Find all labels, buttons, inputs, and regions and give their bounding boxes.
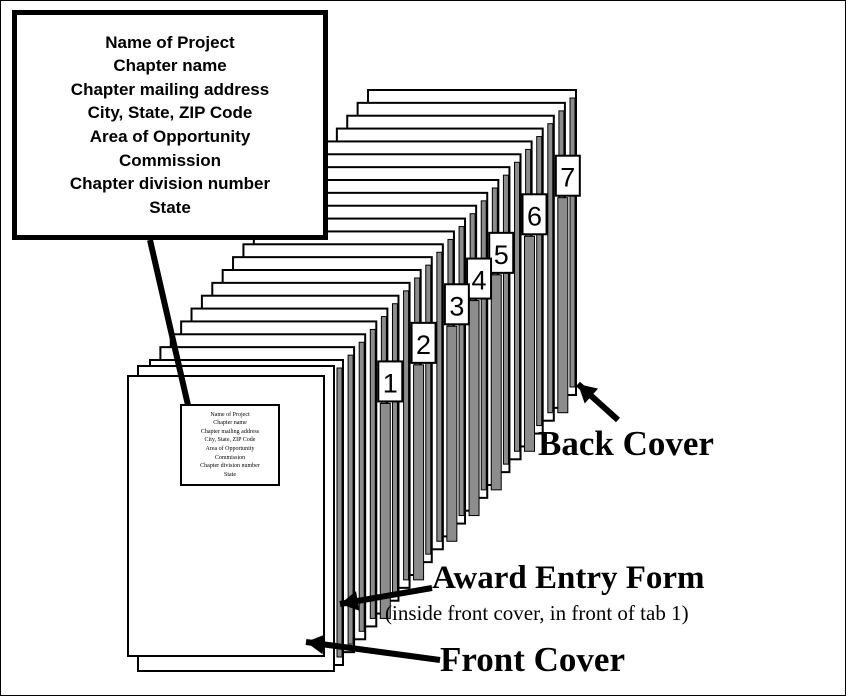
- front-cover-label: Name of Project Chapter name Chapter mai…: [180, 404, 280, 486]
- callout-line: Chapter mailing address: [70, 79, 270, 99]
- divider-tab-strip: [413, 364, 425, 581]
- cover-label-line: Area of Opportunity: [205, 446, 255, 452]
- divider-tab-number: 5: [494, 240, 509, 270]
- page-edge-strip: [336, 367, 343, 658]
- divider-tab: [488, 231, 515, 274]
- page-edge-strip: [569, 97, 576, 388]
- page-edge-strip: [403, 290, 410, 581]
- divider-tab-number: 1: [383, 368, 398, 398]
- divider-tab: [466, 257, 493, 300]
- divider-tab-number: 4: [472, 266, 487, 296]
- divider-tab-strip: [468, 300, 480, 517]
- page-edge-strip: [547, 123, 554, 414]
- page-edge-strip: [458, 226, 465, 517]
- divider-tab-strip: [379, 402, 391, 619]
- divider-tab: [377, 360, 404, 403]
- callout-line: Chapter name: [113, 56, 227, 76]
- project-info-callout: Name of Project Chapter name Chapter mai…: [12, 10, 328, 240]
- cover-label-line: Name of Project: [210, 411, 250, 418]
- cover-label-line: State: [224, 471, 236, 478]
- divider-tab-number: 6: [527, 201, 542, 231]
- divider-tab: [554, 154, 581, 197]
- cover-label-line: Chapter mailing address: [200, 428, 260, 435]
- page-edge-strip: [536, 136, 543, 427]
- callout-line: Name of Project: [105, 32, 235, 52]
- cover-label-line: City, State, ZIP Code: [204, 437, 256, 444]
- divider-tab-number: 7: [560, 163, 575, 193]
- divider-tab: [443, 283, 470, 326]
- divider-tab: [410, 321, 437, 364]
- divider-tab-number: 3: [449, 291, 464, 321]
- back-cover-arrow-head: [578, 384, 599, 404]
- award-entry-form-note: (inside front cover, in front of tab 1): [385, 601, 689, 625]
- front-cover-title: Front Cover: [440, 640, 625, 679]
- award-entry-form-arrow-head: [340, 591, 360, 611]
- divider-tab-strip: [557, 197, 569, 414]
- page-edge-strip: [347, 354, 354, 645]
- callout-line: Area of Opportunity: [89, 127, 251, 146]
- callout-line: Commission: [118, 150, 222, 170]
- cover-label-line: Chapter name: [213, 420, 247, 427]
- page-edge-strip: [480, 200, 487, 491]
- divider-tab-number: 2: [416, 330, 431, 360]
- divider-tab: [521, 193, 548, 236]
- callout-line: State: [149, 197, 191, 217]
- page-edge-strip: [514, 161, 521, 452]
- cover-label-line: Chapter division number: [200, 463, 260, 470]
- page-edge-strip: [391, 303, 398, 594]
- callout-line: City, State, ZIP Code: [87, 103, 253, 123]
- page-edge-strip: [436, 251, 443, 542]
- divider-tab-strip: [524, 235, 536, 452]
- divider-tab-strip: [490, 274, 502, 491]
- front-cover-arrow: [305, 639, 441, 663]
- page-edge-strip: [425, 264, 432, 555]
- award-entry-form-label: Award Entry Form: [432, 560, 705, 596]
- divider-tab-strip: [446, 325, 458, 542]
- page-edge-strip: [369, 328, 376, 619]
- page-edge-strip: [358, 341, 365, 632]
- back-cover-label: Back Cover: [538, 424, 714, 463]
- front-cover-arrow-head: [306, 634, 326, 655]
- callout-line: Chapter division number: [69, 174, 271, 194]
- page-edge-strip: [502, 174, 509, 465]
- cover-label-line: Commission: [214, 454, 246, 461]
